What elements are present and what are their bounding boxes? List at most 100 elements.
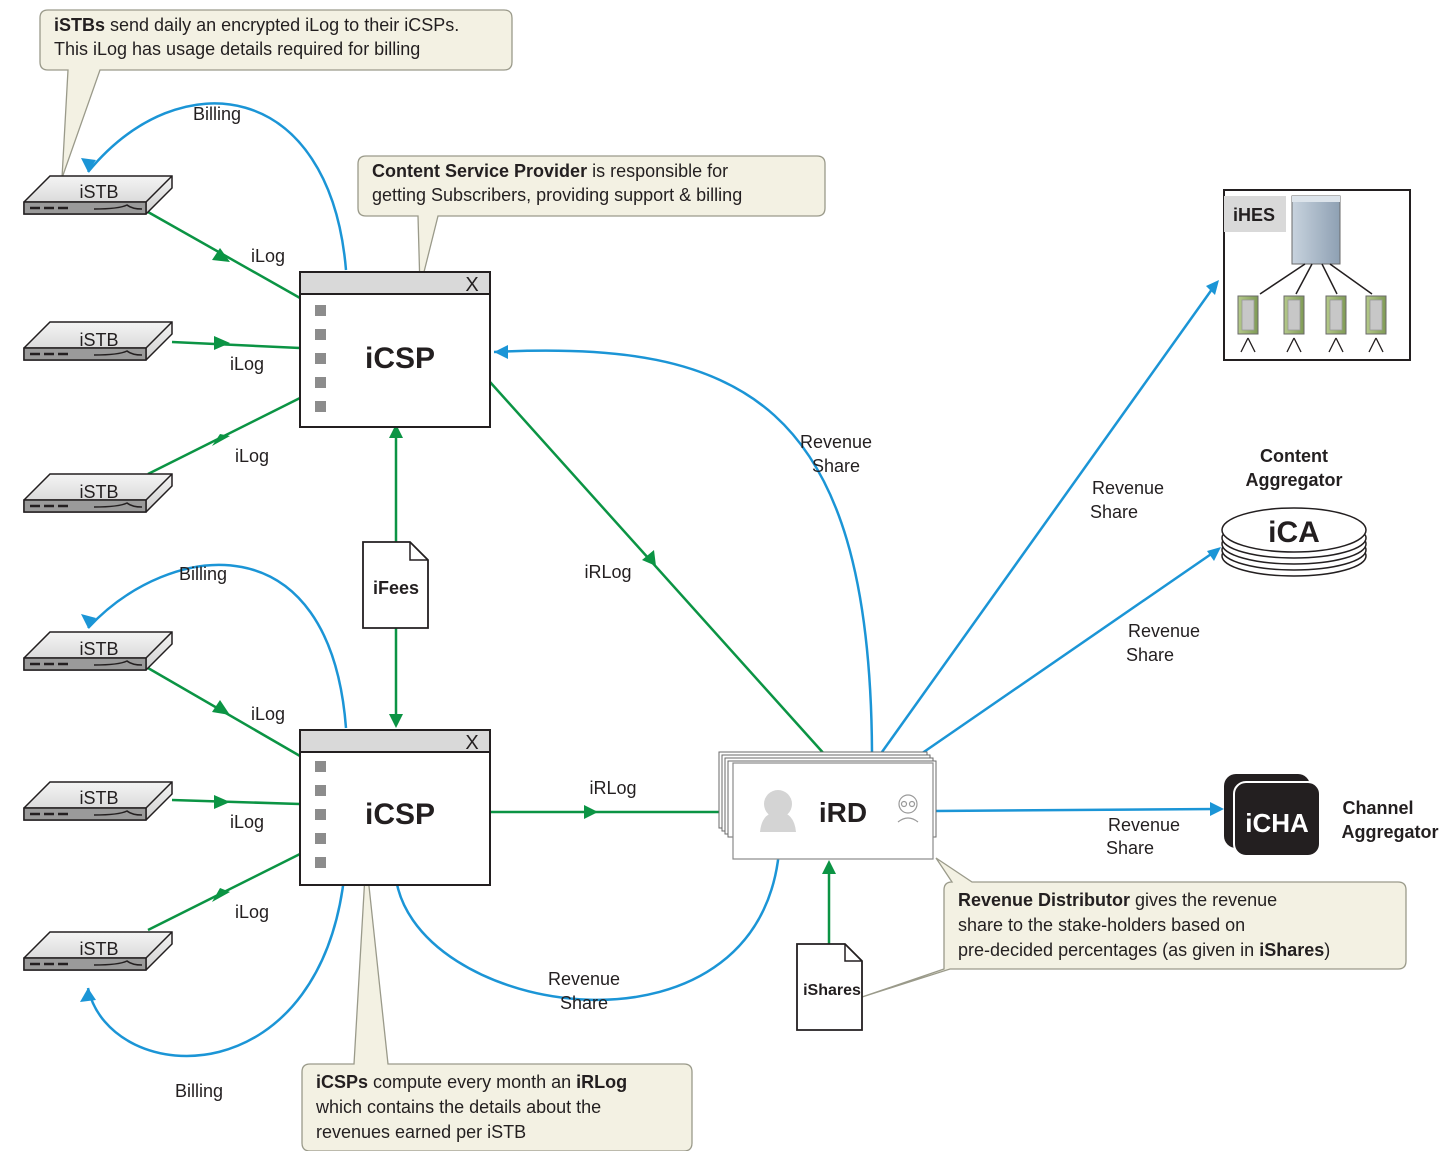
- ird-label: iRD: [819, 797, 867, 828]
- istb-device-5[interactable]: iSTB: [22, 780, 174, 822]
- icha-caption-line2: Aggregator: [1341, 822, 1438, 842]
- ishares-label: iShares: [803, 982, 861, 999]
- svg-text:pre-decided percentages (as gi: pre-decided percentages (as given in iSh…: [958, 940, 1330, 960]
- icsp-title: iCSP: [365, 798, 435, 831]
- revenue-label: Revenue: [800, 432, 872, 452]
- istb-device-3[interactable]: iSTB: [22, 472, 174, 514]
- istb-callout-line2: This iLog has usage details required for…: [54, 39, 420, 59]
- icha-label: iCHA: [1245, 808, 1309, 838]
- icsp-window-bottom[interactable]: X iCSP: [299, 729, 491, 886]
- billing-arrow-mid: [87, 563, 348, 729]
- ird-callout-line3-b: ): [1324, 940, 1330, 960]
- ica-node[interactable]: Content Aggregator iCA: [1221, 446, 1367, 577]
- istb-label: iSTB: [79, 482, 118, 502]
- icsp-title: iCSP: [365, 342, 435, 375]
- share-label: Share: [1106, 838, 1154, 858]
- icsps-callout-line2: which contains the details about the: [315, 1097, 601, 1117]
- share-label: Share: [812, 456, 860, 476]
- ica-label: iCA: [1268, 516, 1320, 549]
- csp-callout-bold: Content Service Provider: [372, 161, 587, 181]
- istb-device-6[interactable]: iSTB: [22, 930, 174, 972]
- ird-callout-line2: share to the stake-holders based on: [958, 915, 1245, 935]
- revenue-label: Revenue: [1128, 621, 1200, 641]
- revenue-label: Revenue: [1108, 815, 1180, 835]
- ilog-label: iLog: [251, 704, 285, 724]
- window-sidebar-icons: [315, 761, 326, 868]
- icsps-callout-line3: revenues earned per iSTB: [316, 1122, 526, 1142]
- irlog-label: iRLog: [589, 778, 636, 798]
- ica-caption-line1: Content: [1260, 446, 1328, 466]
- billing-arrow-bottom: [86, 856, 348, 1058]
- istb-device-2[interactable]: iSTB: [22, 320, 174, 362]
- csp-callout: Content Service Provider is responsible …: [357, 155, 826, 289]
- ilog-label: iLog: [230, 354, 264, 374]
- ifees-document[interactable]: iFees: [362, 541, 429, 629]
- ihes-node[interactable]: iHES: [1223, 189, 1411, 361]
- istb-label: iSTB: [79, 939, 118, 959]
- person-silhouette-icon: [760, 790, 796, 832]
- irlog-label: iRLog: [584, 562, 631, 582]
- svg-text:Revenue Distributor gives the: Revenue Distributor gives the revenue: [958, 890, 1277, 910]
- svg-text:iCSPs compute every month an i: iCSPs compute every month an iRLog: [316, 1072, 627, 1092]
- ilog-arrow-5: [171, 798, 301, 806]
- svg-text:Content Service Provider is re: Content Service Provider is responsible …: [372, 161, 728, 181]
- icsps-callout-bold-b: iRLog: [576, 1072, 627, 1092]
- revenue-share-arrow-ica: [917, 548, 1218, 758]
- ird-callout: Revenue Distributor gives the revenue sh…: [861, 857, 1407, 998]
- irlog-arrow-top: [489, 381, 827, 757]
- share-label: Share: [1126, 645, 1174, 665]
- ird-callout-line3-bold: iShares: [1259, 940, 1324, 960]
- istb-callout: iSTBs send daily an encrypted iLog to th…: [39, 9, 513, 179]
- manager-face-icon: [897, 794, 919, 823]
- istb-callout-bold: iSTBs: [54, 15, 105, 35]
- edge-labels: Billing Billing Billing iLog iLog iLog i…: [175, 104, 1200, 1101]
- ihes-label: iHES: [1233, 205, 1275, 225]
- ird-node[interactable]: iRD: [718, 751, 937, 860]
- ird-callout-line3-a: pre-decided percentages (as given in: [958, 940, 1259, 960]
- server-tree-icon: [1237, 195, 1387, 353]
- ishares-document[interactable]: iShares: [796, 943, 863, 1031]
- icha-node[interactable]: iCHA Channel Aggregator: [1224, 774, 1439, 857]
- icha-caption-line1: Channel: [1342, 798, 1413, 818]
- icsps-callout: iCSPs compute every month an iRLog which…: [301, 857, 693, 1151]
- billing-arrow-top: [87, 102, 348, 271]
- share-label: Share: [560, 993, 608, 1013]
- window-sidebar-icons: [315, 305, 326, 412]
- ilog-label: iLog: [251, 246, 285, 266]
- ilog-label: iLog: [235, 902, 269, 922]
- ilog-label: iLog: [235, 446, 269, 466]
- ica-caption-line2: Aggregator: [1245, 470, 1342, 490]
- ifees-label: iFees: [373, 578, 419, 598]
- revenue-share-arrow-icsp-top: [493, 349, 874, 753]
- revenue-label: Revenue: [548, 969, 620, 989]
- revenue-share-arrow-icha: [934, 807, 1219, 813]
- istb-label: iSTB: [79, 639, 118, 659]
- ird-callout-rest: gives the revenue: [1130, 890, 1277, 910]
- ilog-label: iLog: [230, 812, 264, 832]
- disk-stack-icon: [1221, 507, 1367, 577]
- tv-screen-icon: [1224, 774, 1321, 857]
- icsps-callout-mid: compute every month an: [368, 1072, 576, 1092]
- icsp-window-top[interactable]: X iCSP: [299, 271, 491, 428]
- csp-callout-rest: is responsible for: [587, 161, 728, 181]
- close-icon[interactable]: X: [465, 274, 478, 296]
- istb-device-4[interactable]: iSTB: [22, 630, 174, 672]
- csp-callout-line2: getting Subscribers, providing support &…: [372, 185, 742, 205]
- ilog-arrow-2: [171, 340, 301, 350]
- istb-label: iSTB: [79, 788, 118, 808]
- billing-label: Billing: [175, 1081, 223, 1101]
- icsps-callout-bold-a: iCSPs: [316, 1072, 368, 1092]
- revenue-share-arrow-ihes: [880, 284, 1217, 753]
- istb-label: iSTB: [79, 330, 118, 350]
- istb-device-1[interactable]: iSTB: [22, 174, 174, 216]
- istb-callout-rest: send daily an encrypted iLog to their iC…: [105, 15, 459, 35]
- billing-label: Billing: [193, 104, 241, 124]
- billing-label: Billing: [179, 564, 227, 584]
- share-label: Share: [1090, 502, 1138, 522]
- close-icon[interactable]: X: [465, 732, 478, 754]
- istb-label: iSTB: [79, 182, 118, 202]
- revenue-share-arrow-icsp-bottom: [393, 829, 782, 1002]
- revenue-label: Revenue: [1092, 478, 1164, 498]
- svg-text:iSTBs send daily an encrypted: iSTBs send daily an encrypted iLog to th…: [54, 15, 459, 35]
